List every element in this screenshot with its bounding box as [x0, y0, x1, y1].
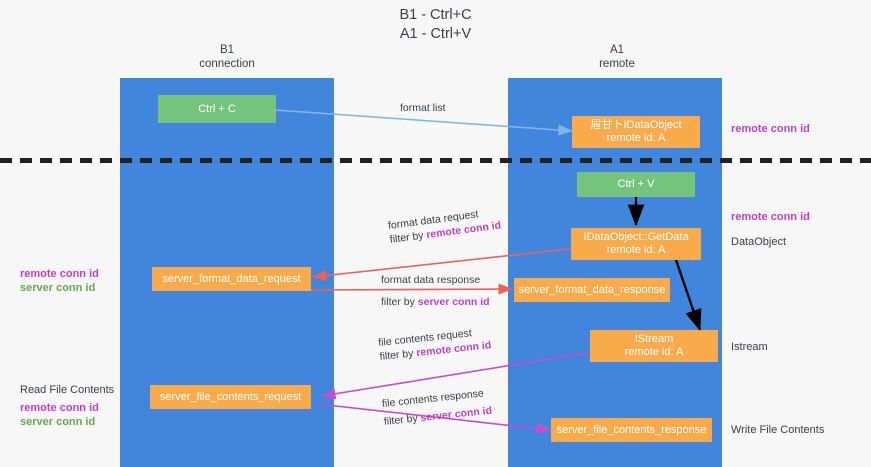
format-data-response-text: format data response [381, 274, 481, 286]
node-ctrl-v-label: Ctrl + V [617, 178, 655, 190]
annotation-left-conn-ids: remote conn id server conn id [20, 268, 99, 295]
node-istream-line-1: IStream [634, 333, 674, 345]
node-server-format-data-response[interactable]: server_format_data_response [514, 278, 670, 302]
column-b1-role: connection [199, 57, 255, 70]
column-header-a1: A1 remote [527, 44, 707, 71]
label-remote-conn-id: remote conn id [20, 402, 99, 414]
annotation-istream: Istream [731, 341, 768, 355]
arrow-format-data-request [312, 247, 579, 282]
annotation-right-remote-conn-id-2: remote conn id [731, 211, 810, 225]
label-server-conn-id: server conn id [20, 415, 96, 428]
format-list-text: format list [400, 102, 446, 114]
node-ole-idataobject-line-2: remote id: A [606, 132, 666, 144]
label-text: Write File Contents [731, 424, 825, 436]
node-getdata-line-1: IDataObject::GetData [583, 231, 689, 243]
column-b1-name: B1 [219, 44, 235, 56]
node-server-format-data-request[interactable]: server_format_data_request [152, 267, 311, 291]
annotation-left-conn-ids-2: remote conn id server conn id [20, 402, 99, 429]
label-text: DataObject [731, 236, 787, 248]
node-istream[interactable]: IStream remote id: A [590, 330, 718, 362]
title-line-1: B1 - Ctrl+C [399, 7, 472, 23]
node-idataobject-getdata[interactable]: IDataObject::GetData remote id: A [571, 228, 701, 260]
column-a1-role: remote [599, 57, 635, 70]
node-ctrl-v[interactable]: Ctrl + V [577, 172, 695, 197]
label-text: remote conn id [731, 211, 810, 223]
node-server-file-contents-response[interactable]: server_file_contents_response [551, 418, 712, 442]
column-header-b1: B1 connection [137, 44, 317, 71]
page-title: B1 - Ctrl+C A1 - Ctrl+V [0, 6, 871, 44]
arrow-file-contents-response [317, 403, 551, 435]
node-server-format-data-response-label: server_format_data_response [518, 283, 666, 296]
node-ole-idataobject[interactable]: 屉⽢トIDataObject remote id: A [572, 116, 700, 148]
label-text: remote conn id [731, 123, 810, 135]
annotation-dataobject: DataObject [731, 236, 786, 250]
annotation-right-remote-conn-id-1: remote conn id [731, 123, 810, 137]
node-getdata-line-2: remote id: A [606, 244, 666, 256]
arrow-format-list [274, 109, 573, 136]
filter-prefix: filter by [381, 296, 418, 308]
arrow-file-contents-request [321, 351, 593, 400]
node-istream-line-2: remote id: A [624, 346, 684, 358]
filter-prefix: filter by [383, 412, 422, 428]
label-remote-conn-id: remote conn id [20, 268, 99, 280]
label-text: Istream [731, 341, 768, 353]
node-server-file-contents-request-label: server_file_contents_request [159, 390, 302, 403]
edge-label-format-list: format list [400, 101, 446, 115]
arrow-getdata-to-istream [674, 259, 702, 332]
label-server-conn-id: server conn id [20, 281, 96, 294]
annotation-write-file-contents: Write File Contents [731, 424, 824, 438]
label-text: Read File Contents [20, 384, 115, 396]
node-server-format-data-request-label: server_format_data_request [162, 272, 301, 285]
filter-key-server-conn-id: server conn id [417, 296, 490, 308]
node-ctrl-c-label: Ctrl + C [198, 102, 236, 115]
format-data-response-filter: filter by server conn id [381, 295, 490, 309]
node-server-file-contents-response-label: server_file_contents_response [556, 423, 707, 436]
node-ole-idataobject-line-1: 屉⽢トIDataObject [590, 119, 682, 131]
edge-label-format-data-response: format data response filter by server co… [381, 273, 490, 309]
filter-prefix: filter by [379, 347, 417, 363]
annotation-read-file-contents: Read File Contents [20, 384, 114, 398]
node-server-file-contents-request[interactable]: server_file_contents_request [150, 385, 311, 409]
arrow-format-data-response [310, 283, 513, 295]
node-ctrl-c[interactable]: Ctrl + C [158, 95, 276, 123]
title-line-2: A1 - Ctrl+V [399, 26, 472, 42]
column-a1-name: A1 [609, 44, 625, 56]
